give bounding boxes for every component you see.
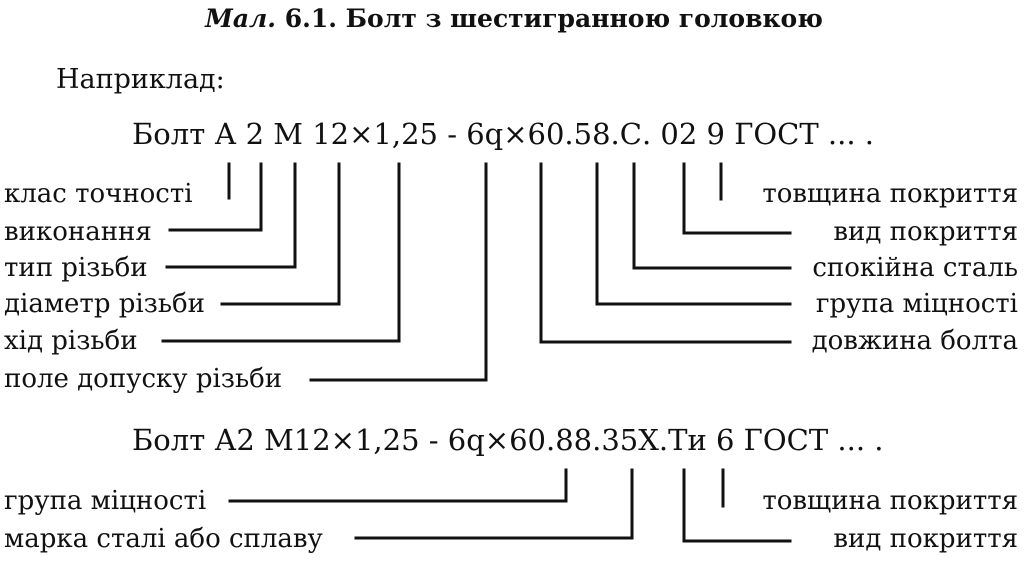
ex2-right-label-coating-thickness: товщина покриття (762, 486, 1018, 516)
leader-thread-diameter (220, 162, 341, 306)
example2-code: Болт А2 М12×1,25 - 6q×60.88.35Х.Ти 6 ГОС… (132, 423, 884, 457)
ex1-right-label-coating-thickness: товщина покриття (762, 179, 1018, 209)
leader-killed-steel (632, 162, 792, 270)
leader-strength-group (595, 162, 792, 306)
ex1-right-label-coating-type: вид покриття (833, 217, 1018, 247)
ex1-right-label-strength-group: група міцності (815, 289, 1018, 319)
leader-coating-type (682, 162, 792, 235)
leader-bolt-length (539, 162, 792, 344)
ex1-right-label-bolt-length: довжина болта (811, 326, 1018, 356)
ex2-left-label-strength-group: група міцності (4, 486, 207, 516)
ex1-left-label-thread-type: тип різьби (4, 253, 148, 283)
leader-thread-pitch (161, 162, 401, 343)
intro-text: Наприклад: (56, 64, 225, 95)
ex2-left-label-steel-grade: марка сталі або сплаву (4, 524, 323, 554)
ex1-left-label-execution: виконання (4, 217, 152, 247)
ex1-left-label-thread-pitch: хід різьби (4, 326, 138, 356)
ex1-left-label-thread-diameter: діаметр різьби (4, 289, 206, 319)
figure-caption: Мал. 6.1. Болт з шестигранною головкою (0, 6, 1028, 31)
leader-thread-tolerance (309, 162, 488, 382)
caption-number: 6.1. (284, 4, 337, 33)
leader-thread-type (165, 162, 297, 269)
ex1-right-label-killed-steel: спокійна сталь (812, 253, 1018, 283)
ex1-left-label-thread-tolerance: поле допуску різьби (4, 364, 283, 394)
example1-code: Болт А 2 М 12×1,25 - 6q×60.58.С. 02 9 ГО… (132, 117, 875, 151)
caption-text: Болт з шестигранною головкою (345, 4, 823, 33)
ex1-left-label-class: клас точності (4, 179, 193, 209)
leader2-steel-grade (354, 468, 634, 540)
caption-prefix: Мал. (205, 4, 277, 33)
leader-execution (168, 162, 263, 232)
leader2-coating-type (682, 468, 792, 543)
ex2-right-label-coating-type: вид покриття (833, 524, 1018, 554)
leader2-strength-group (228, 468, 568, 503)
